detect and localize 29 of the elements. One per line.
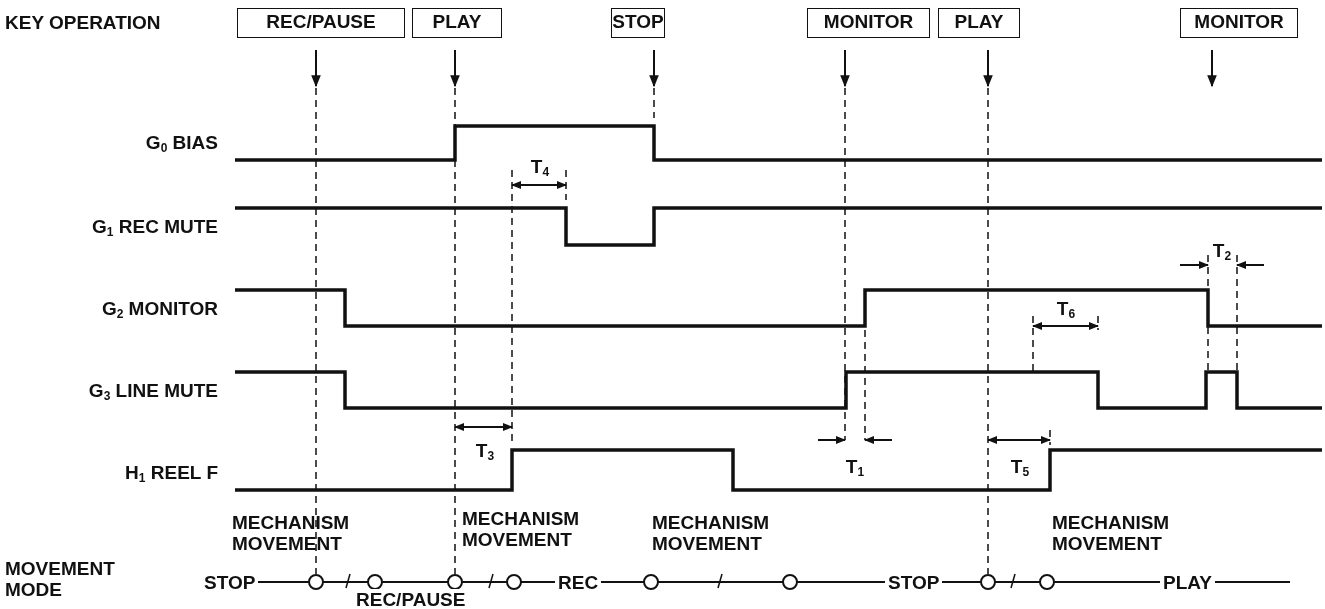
time-interval-label: T$_{2}$ (1212, 240, 1232, 265)
mechanism-movement-label: MECHANISM MOVEMENT (462, 508, 581, 550)
signal-name: G$_{3}$ LINE MUTE (88, 380, 218, 405)
signal-name: H$_{1}$ REEL F (125, 462, 218, 487)
mechanism-movement-label: MECHANISM MOVEMENT (652, 512, 771, 554)
key-button-box: MONITOR (1180, 8, 1298, 38)
mechanism-movement-label: MECHANISM MOVEMENT (232, 512, 351, 554)
row-label: MOVEMENT MODE (5, 558, 115, 600)
row-label: KEY OPERATION (5, 12, 161, 33)
signal-name: G$_{2}$ MONITOR (101, 298, 218, 323)
mechanism-movement-label: MECHANISM MOVEMENT (1052, 512, 1171, 554)
arrow (1207, 49, 1217, 88)
key-button-box: PLAY (938, 8, 1020, 38)
arrow (311, 49, 321, 88)
arrow (649, 49, 659, 88)
key-button-box: PLAY (412, 8, 502, 38)
arrow (450, 49, 460, 88)
key-button-box: REC/PAUSE (237, 8, 405, 38)
signal-name: G$_{0}$ BIAS (145, 132, 218, 157)
arrow (983, 49, 993, 88)
time-interval-label: T$_{6}$ (1056, 298, 1076, 323)
key-button-box: MONITOR (807, 8, 930, 38)
time-interval-label: T$_{5}$ (1010, 456, 1030, 481)
time-interval-label: T$_{3}$ (475, 440, 495, 465)
signal-name: G$_{1}$ REC MUTE (92, 216, 218, 241)
time-interval-label: T$_{1}$ (845, 456, 865, 481)
time-interval-label: T$_{4}$ (530, 156, 550, 181)
key-button-box: STOP (611, 8, 665, 38)
arrow (840, 49, 850, 88)
